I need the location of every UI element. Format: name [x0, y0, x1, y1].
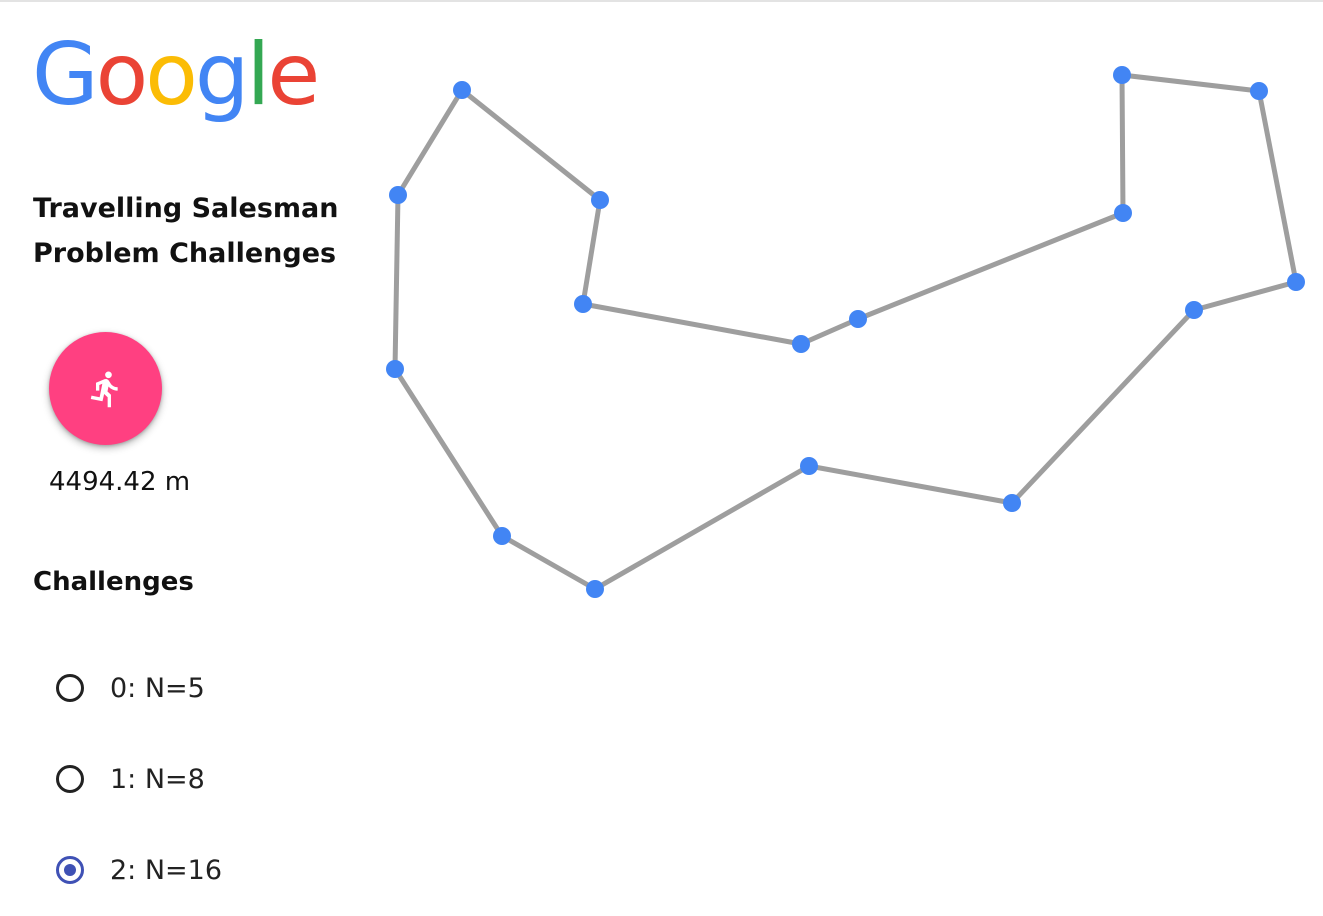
run-button[interactable]	[49, 332, 162, 445]
logo-letter: o	[145, 25, 198, 125]
top-divider	[0, 0, 1323, 2]
challenge-option-label: 0: N=5	[110, 672, 205, 704]
city-node	[453, 81, 471, 99]
challenges-heading: Challenges	[33, 567, 194, 597]
city-node	[574, 295, 592, 313]
radio-button[interactable]	[56, 765, 84, 793]
logo-letter: e	[267, 25, 320, 125]
city-node	[1287, 273, 1305, 291]
city-node	[493, 527, 511, 545]
challenge-option-label: 1: N=8	[110, 763, 205, 795]
city-node	[586, 580, 604, 598]
logo-letter: l	[246, 25, 271, 125]
city-node	[849, 310, 867, 328]
city-node	[1113, 66, 1131, 84]
challenge-option-2[interactable]: 2: N=16	[56, 852, 222, 888]
city-node	[800, 457, 818, 475]
city-node	[1250, 82, 1268, 100]
radio-button[interactable]	[56, 674, 84, 702]
tour-map	[386, 66, 1305, 598]
tour-distance: 4494.42 m	[49, 467, 191, 497]
radio-button-selected[interactable]	[56, 856, 84, 884]
challenge-option-label: 2: N=16	[110, 854, 223, 886]
challenge-option-1[interactable]: 1: N=8	[56, 761, 205, 797]
google-logo: Google	[32, 20, 320, 130]
city-node	[1185, 301, 1203, 319]
page-title: Travelling Salesman Problem Challenges	[33, 193, 339, 269]
logo-letter: G	[32, 25, 99, 125]
logo-letter: g	[194, 25, 250, 125]
city-node	[591, 191, 609, 209]
directions-run-icon	[90, 370, 118, 407]
sidebar: Google Travelling Salesman Problem Chall…	[0, 0, 370, 916]
city-node	[389, 186, 407, 204]
city-node	[792, 335, 810, 353]
challenge-option-0[interactable]: 0: N=5	[56, 670, 205, 706]
logo-letter: o	[95, 25, 149, 125]
tour-path	[392, 72, 1299, 592]
city-node	[1003, 494, 1021, 512]
city-node	[1114, 204, 1132, 222]
city-node	[386, 360, 404, 378]
